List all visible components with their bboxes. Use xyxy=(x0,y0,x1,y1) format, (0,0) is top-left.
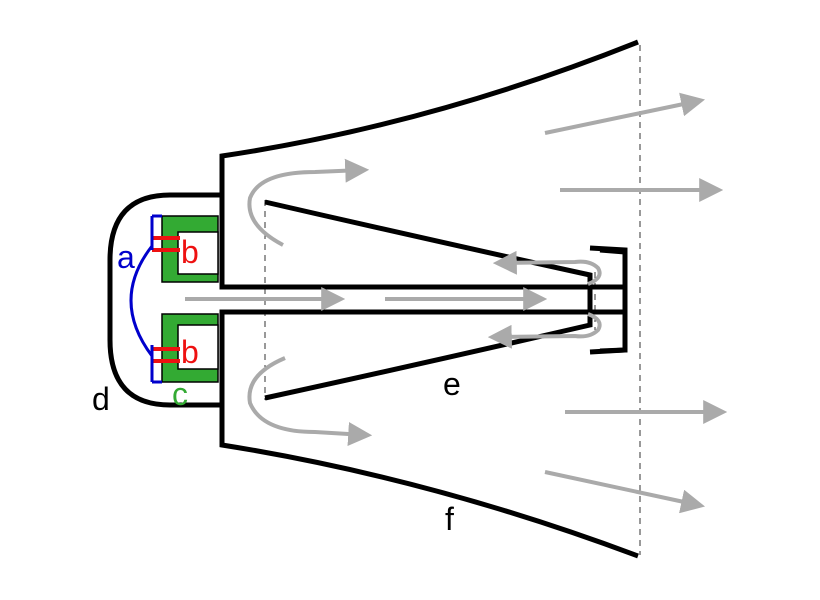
label-f: f xyxy=(445,501,454,537)
diaphragm-curve xyxy=(129,245,154,357)
label-b-top: b xyxy=(181,234,199,270)
label-e: e xyxy=(443,366,461,402)
airflow-arrow-mouth-1 xyxy=(544,92,706,135)
magnet-top-gap xyxy=(177,231,219,275)
airflow-arrow-fold-top xyxy=(492,250,602,286)
label-a: a xyxy=(117,239,135,275)
diaphragm xyxy=(129,214,162,384)
airflow-arrows xyxy=(185,92,728,514)
outer-horn xyxy=(219,39,639,559)
airflow-arrow-turn-top xyxy=(247,158,370,247)
outer-horn-tip xyxy=(599,247,628,354)
inner-horn xyxy=(264,199,593,401)
airflow-arrow-mouth-4 xyxy=(544,470,706,514)
label-b-bottom: b xyxy=(181,334,199,370)
voice-coil xyxy=(152,236,180,363)
label-d: d xyxy=(92,381,110,417)
label-c: c xyxy=(172,376,188,412)
airflow-arrow-turn-bottom xyxy=(247,356,373,446)
driver-housing xyxy=(107,192,222,408)
airflow-arrow-fold-bottom xyxy=(487,312,602,349)
